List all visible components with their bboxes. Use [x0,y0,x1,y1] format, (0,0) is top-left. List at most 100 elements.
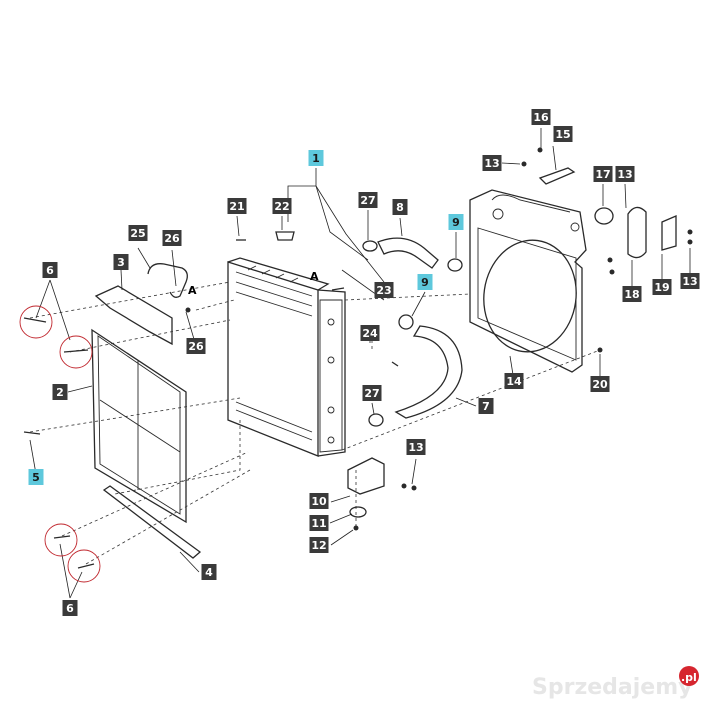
callout-box [201,564,217,580]
watermark: Sprzedajemy .pl [532,666,699,700]
callout-box [478,398,494,414]
callout-number: 18 [624,288,639,301]
marker-a-left: A [188,284,197,297]
hose-ring [594,207,614,225]
callout-box [308,150,324,166]
callout-box [590,376,610,392]
callout-26: 26 [162,230,182,246]
bracket [94,285,173,346]
callout-number: 8 [396,201,404,214]
callout-number: 2 [56,386,64,399]
callout-box [113,254,129,270]
callout-6: 6 [42,262,58,278]
callout-box [28,469,44,485]
retaining-clip [147,263,188,298]
callout-box [362,385,382,401]
callout-4: 4 [201,564,217,580]
callout-number: 13 [408,441,423,454]
callout-box [358,192,378,208]
callout-number: 16 [533,111,549,124]
callout-number: 6 [66,602,74,615]
filler-cap [275,231,295,241]
front-screen [91,328,187,524]
callout-11: 11 [309,515,329,531]
callout-number: 25 [130,227,145,240]
callout-box [615,166,635,182]
callout-box [186,338,206,354]
callout-number: 3 [117,256,125,269]
assembly-lines [29,281,601,565]
rubber-isolator [349,506,367,518]
callout-9: 9 [448,214,464,230]
callout-number: 14 [506,375,522,388]
callout-23: 23 [374,282,394,298]
callout-number: 27 [364,387,379,400]
upper-hose [377,237,439,269]
callout-box [62,600,78,616]
callout-number: 5 [32,471,40,484]
callout-box [162,230,182,246]
callout-number: 13 [484,157,499,170]
callout-number: 23 [376,284,391,297]
callout-number: 9 [452,216,460,229]
callout-13: 13 [680,273,700,289]
callout-6: 6 [62,600,78,616]
callout-box [680,273,700,289]
callout-number: 15 [555,128,570,141]
callout-box [309,493,329,509]
callout-number: 22 [274,200,289,213]
callout-17: 17 [593,166,613,182]
callout-number: 21 [229,200,244,213]
callout-27: 27 [362,385,382,401]
hose-clamp-9-upper [447,258,463,272]
callout-number: 9 [421,276,429,289]
callout-15: 15 [553,126,573,142]
callout-26: 26 [186,338,206,354]
callout-number: 13 [617,168,632,181]
hose-clamp-27-lower [368,413,384,427]
callout-box [531,109,551,125]
callout-22: 22 [272,198,292,214]
hose-clamp-27-upper [362,240,378,252]
bottom-rail [102,485,202,559]
hose-clamp-9-lower [398,314,414,330]
callout-box [227,198,247,214]
callout-number: 12 [311,539,326,552]
callout-box [128,225,148,241]
callout-box [448,214,464,230]
callout-16: 16 [531,109,551,125]
callout-number: 11 [311,517,326,530]
callout-box [309,537,329,553]
callout-13: 13 [615,166,635,182]
callout-box [622,286,642,302]
callout-7: 7 [478,398,494,414]
watermark-text: Sprzedajemy [532,675,693,700]
callout-number: 19 [654,281,669,294]
callout-10: 10 [309,493,329,509]
callout-number: 6 [46,264,54,277]
callout-box [392,199,408,215]
callout-5: 5 [28,469,44,485]
bolt-highlight-circles [19,305,101,583]
callout-box [374,282,394,298]
mount-nut [353,525,359,531]
callout-box [52,384,68,400]
callout-20: 20 [590,376,610,392]
callout-box [553,126,573,142]
callout-12: 12 [309,537,329,553]
callout-box [593,166,613,182]
tank-bracket [661,215,677,251]
callout-number: 26 [164,232,180,245]
callout-box [272,198,292,214]
callout-number: 1 [312,152,320,165]
callout-box [309,515,329,531]
callout-25: 25 [128,225,148,241]
callout-box [417,274,433,290]
callout-number: 4 [205,566,213,579]
callout-number: 10 [311,495,327,508]
watermark-logo [679,666,699,686]
callout-18: 18 [622,286,642,302]
callout-number: 27 [360,194,375,207]
callout-number: 7 [482,400,490,413]
